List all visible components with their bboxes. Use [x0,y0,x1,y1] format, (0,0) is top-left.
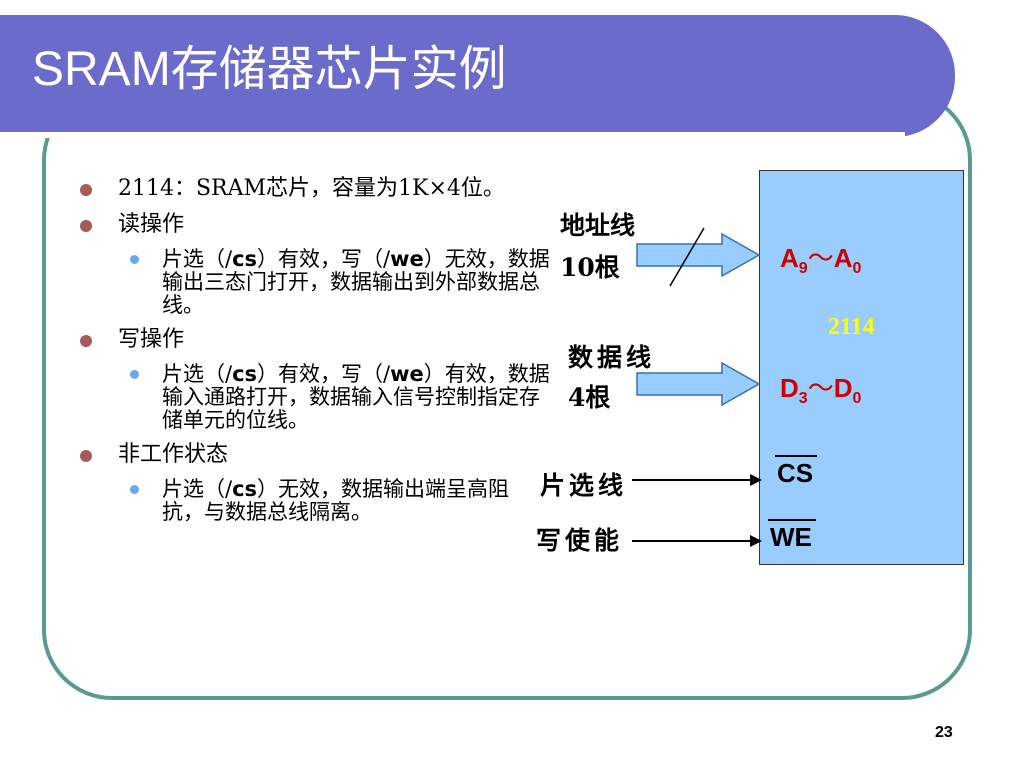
bullet-list: 2114：SRAM芯片，容量为1K×4位。 读操作 片选（/cs）有效，写（/w… [80,176,550,534]
sub-bullet-item: 片选（/cs）有效，写（/we）有效，数据输入通路打开，数据输入信号控制指定存储… [80,363,550,432]
sub-text: ）有效，写（/ [257,362,391,386]
bullet-text: 读操作 [118,212,185,237]
bus-width-slash [669,227,705,287]
sub-text: ）有效，写（/ [257,247,391,271]
bullet-item: 非工作状态 [80,442,550,468]
data-pins: D3～D0 [780,368,861,408]
title-bar [0,15,955,137]
cs-arrowhead-icon [750,474,762,486]
chip-select-label: 片选线 [540,471,628,500]
pin-letter: A [780,243,799,273]
bullet-item: 读操作 [80,212,550,238]
address-bus-arrow [636,232,761,278]
bullet-item: 写操作 [80,327,550,353]
chip-2114-block [759,170,964,565]
sub-text: 片选（/ [162,247,233,271]
bullet-dot-icon [80,184,92,196]
cs-pin: CS [775,455,818,489]
pin-range-sep: ～ [807,243,834,273]
pin-letter: D [780,373,799,403]
bullet-dot-icon [80,220,92,232]
chip-name: 2114 [828,314,875,340]
page-number: 23 [935,724,953,741]
data-bus-arrow [636,361,761,407]
bullet-dot-icon [80,335,92,347]
bullet-text: 写操作 [118,327,185,352]
pin-index: 3 [798,390,808,408]
pin-letter: A [833,243,853,273]
pin-index: 0 [852,260,862,278]
sub-text: ）无效，数据输出三态门打开，数据输出到外部数据总线。 [162,247,550,317]
sub-bullet-dot-icon [130,485,139,494]
sub-text: 片选（/ [162,362,233,386]
cs-pin-label: CS [775,455,818,488]
write-enable-label: 写使能 [536,526,624,555]
pin-letter: D [833,373,853,403]
address-line-count: 10根 [560,253,620,282]
sub-bullet-dot-icon [130,255,139,264]
sub-bullet-dot-icon [130,370,139,379]
we-term: we [390,247,424,271]
bullet-text: 2114：SRAM芯片，容量为1K×4位。 [118,176,505,201]
title-underline [0,132,905,138]
pin-index: 9 [798,260,808,278]
bullet-text: 非工作状态 [118,442,229,467]
sub-bullet-item: 片选（/cs）无效，数据输出端呈高阻抗，与数据总线隔离。 [80,478,550,524]
address-pins: A9～A0 [780,238,861,278]
address-line-label: 地址线 [560,211,636,240]
bullet-dot-icon [80,450,92,462]
cs-term: cs [232,477,258,501]
pin-range-sep: ～ [807,373,834,403]
sub-text: 片选（/ [162,477,233,501]
bullet-item: 2114：SRAM芯片，容量为1K×4位。 [80,176,550,202]
we-pin-label: WE [768,519,816,552]
slide-title: SRAM存储器芯片实例 [32,43,507,96]
cs-term: cs [232,247,258,271]
sub-text: ）有效，数据输入通路打开，数据输入信号控制指定存储单元的位线。 [162,362,550,432]
cs-term: cs [232,362,258,386]
pin-index: 0 [852,390,862,408]
data-line-count: 4根 [568,383,611,412]
we-pin: WE [768,519,816,553]
data-line-label: 数据线 [568,343,656,372]
we-arrowhead-icon [750,535,762,547]
sub-text: ）无效，数据输出端呈高阻抗，与数据总线隔离。 [162,477,510,524]
we-term: we [390,362,424,386]
sub-bullet-item: 片选（/cs）有效，写（/we）无效，数据输出三态门打开，数据输出到外部数据总线… [80,248,550,317]
